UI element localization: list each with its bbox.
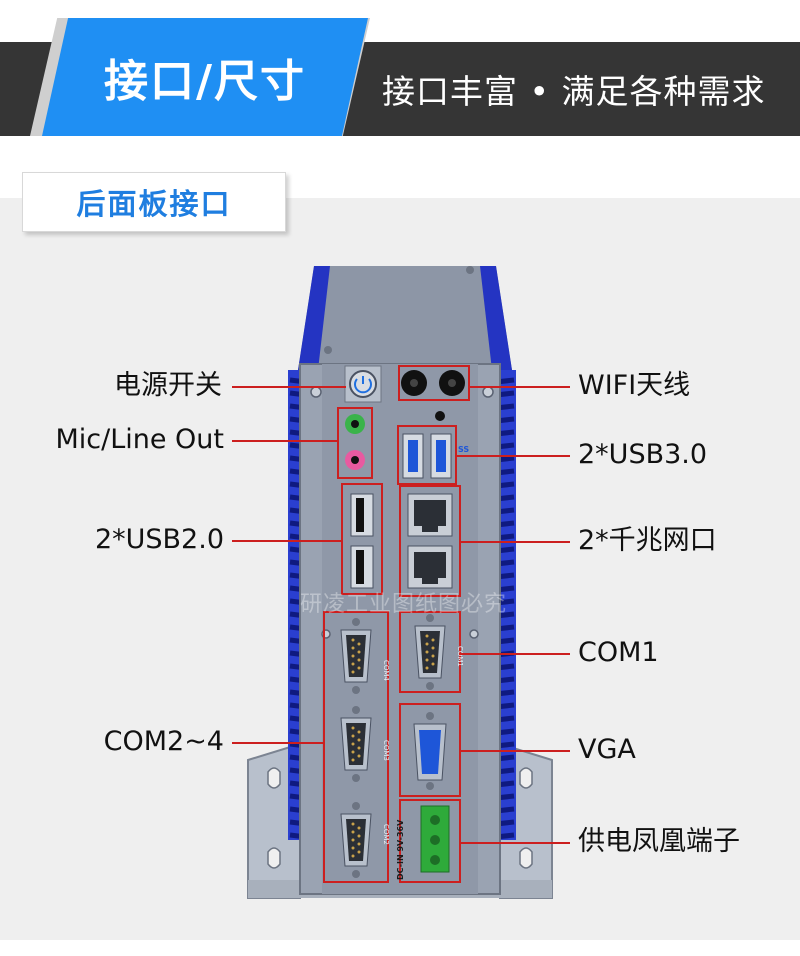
power-icon [354, 376, 372, 394]
silk-com4: COM4 [382, 660, 390, 681]
label-wifi: WIFI天线 [578, 370, 691, 401]
label-usb2: 2*USB2.0 [94, 524, 224, 555]
leader-usb2 [232, 540, 342, 542]
com1-port [399, 611, 461, 693]
leader-mic [232, 440, 338, 442]
screw-icon [310, 386, 322, 398]
silk-com2: COM2 [382, 824, 390, 845]
audio-jacks [337, 407, 373, 479]
header-tab [42, 18, 368, 136]
label-usb3: 2*USB3.0 [578, 439, 708, 470]
wifi-antenna-ports [398, 365, 470, 401]
screw-icon [482, 386, 494, 398]
label-power-terminal: 供电凤凰端子 [578, 826, 740, 857]
db9-connector [340, 706, 372, 782]
power-button [344, 365, 382, 403]
watermark: 研凌工业图纸图必究 [300, 592, 508, 617]
silk-com3: COM3 [382, 740, 390, 761]
leader-com2-4 [232, 742, 324, 744]
label-power-switch: 电源开关 [114, 370, 222, 401]
label-vga: VGA [578, 734, 636, 765]
vga-port [399, 703, 461, 797]
silk-com1: COM1 [456, 646, 464, 667]
page-subtitle: 接口丰富 • 满足各种需求 [382, 72, 766, 111]
leader-wifi [470, 386, 570, 388]
com2-4-ports [323, 611, 389, 883]
db9-connector [340, 618, 372, 694]
label-com2-4: COM2~4 [103, 726, 224, 757]
label-com1: COM1 [578, 637, 659, 668]
page-title: 接口/尺寸 [103, 56, 307, 107]
section-title: 后面板接口 [22, 172, 286, 232]
label-lan: 2*千兆网口 [578, 525, 717, 556]
usb3-ports [397, 425, 457, 485]
usb2-ports [341, 483, 383, 595]
chassis-top [298, 266, 512, 370]
screw-icon [469, 629, 479, 639]
leader-vga [460, 750, 570, 752]
leader-power-terminal [460, 842, 570, 844]
silk-usb3-logo: SS [458, 445, 469, 454]
lan-ports [399, 485, 461, 597]
led-indicator [435, 411, 445, 421]
label-mic-line-out: Mic/Line Out [55, 424, 224, 455]
leader-com1 [460, 653, 570, 655]
silk-dcin: DC-IN 9V-36V [396, 819, 405, 880]
db9-connector [340, 802, 372, 878]
power-terminal [399, 799, 461, 883]
db9-connector [414, 614, 446, 690]
leader-lan [460, 541, 570, 543]
leader-power-switch [232, 386, 346, 388]
leader-usb3 [456, 455, 570, 457]
